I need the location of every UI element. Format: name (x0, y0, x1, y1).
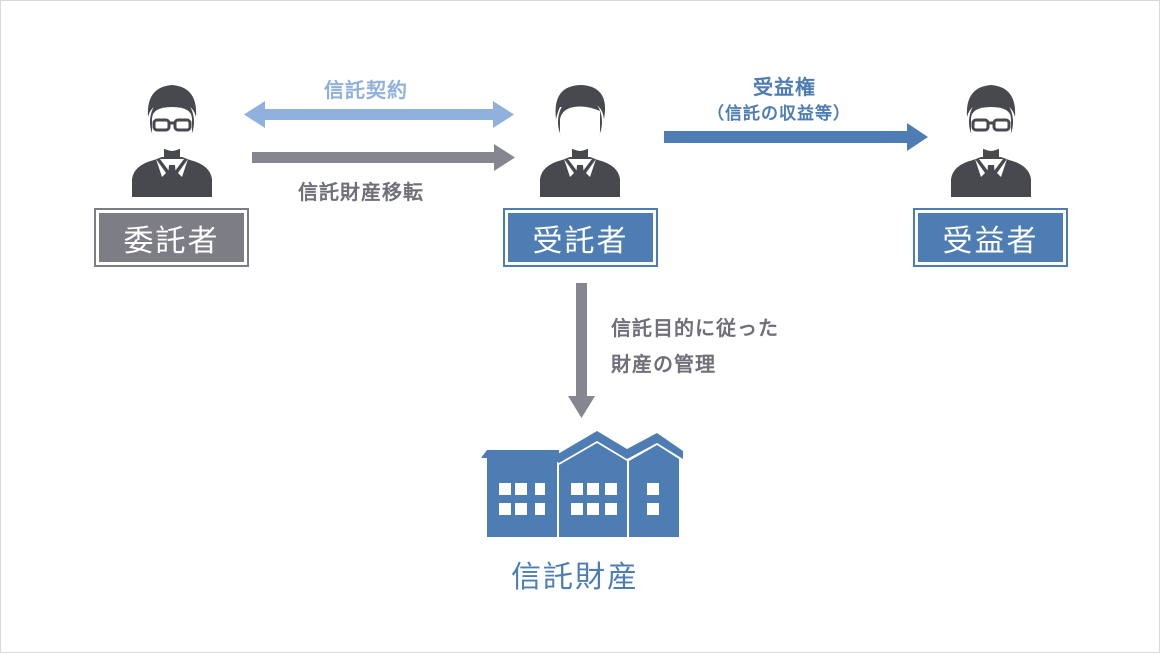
transfer-arrow (252, 144, 515, 171)
benefit-arrow (664, 123, 928, 151)
businessman-icon (540, 85, 620, 197)
contract-label: 信託契約 (324, 78, 408, 102)
manage-label-line1: 信託目的に従った (611, 316, 779, 340)
trustee-box: 受託者 (503, 208, 658, 267)
settlor-label: 委託者 (99, 213, 244, 262)
beneficiary-label: 受益者 (918, 213, 1063, 262)
benefit-sublabel: （信託の収益等） (707, 104, 851, 124)
manage-arrow (568, 283, 595, 418)
beneficiary-box: 受益者 (913, 208, 1068, 267)
businessman-icon (132, 85, 212, 197)
benefit-label: 受益権 (753, 75, 816, 99)
manage-label-line2: 財産の管理 (611, 352, 716, 376)
businessman-icon (951, 85, 1031, 197)
settlor-box: 委託者 (94, 208, 249, 267)
trustee-label: 受託者 (508, 213, 653, 262)
transfer-label: 信託財産移転 (298, 180, 424, 204)
building-icon (481, 431, 683, 537)
contract-arrow (244, 101, 514, 128)
property-label: 信託財産 (511, 560, 639, 595)
